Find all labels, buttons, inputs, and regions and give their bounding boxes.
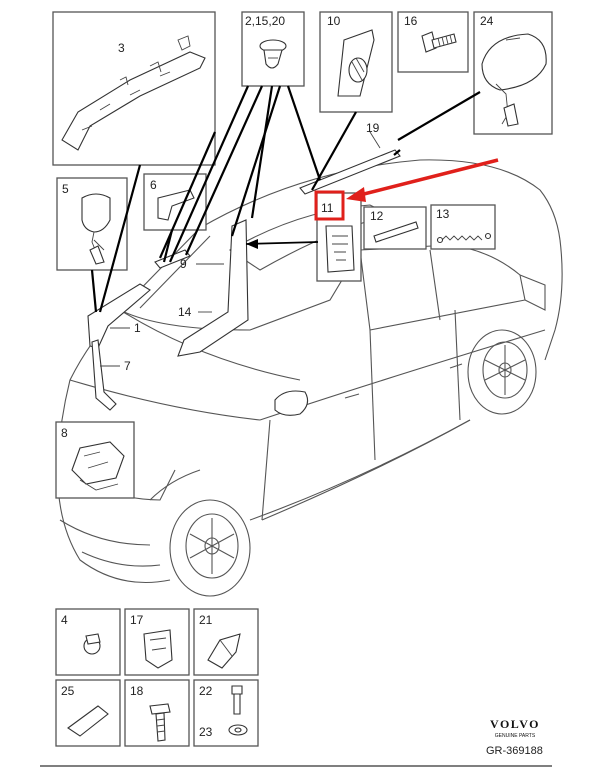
- label-2-15-20: 2,15,20: [245, 14, 285, 28]
- callout-labels: 1 7 9 14 19: [124, 121, 380, 373]
- label-9: 9: [180, 257, 187, 271]
- label-5: 5: [62, 182, 69, 196]
- label-25: 25: [61, 684, 75, 698]
- label-14: 14: [178, 305, 192, 319]
- detail-box-3: 3: [52, 11, 216, 166]
- part-7: [91, 339, 117, 411]
- label-12: 12: [370, 209, 384, 223]
- pointer-arrows: [245, 158, 499, 249]
- diagram-code: GR-369188: [486, 745, 543, 757]
- label-17: 17: [130, 613, 144, 627]
- leader-lines: [90, 85, 481, 367]
- label-16: 16: [404, 14, 418, 28]
- car-illustration: [57, 159, 563, 597]
- detail-box-2-15-20: 2,15,20: [241, 11, 305, 87]
- label-22: 22: [199, 684, 213, 698]
- label-19: 19: [366, 121, 380, 135]
- detail-box-8: 8: [55, 421, 135, 499]
- label-4: 4: [61, 613, 68, 627]
- detail-box-24: 24: [473, 11, 553, 135]
- detail-box-13: 13: [430, 204, 496, 250]
- label-18: 18: [130, 684, 144, 698]
- small-parts-grid: 4 17 21 25 18 22 23: [55, 608, 259, 747]
- label-10: 10: [327, 14, 341, 28]
- label-24: 24: [480, 14, 494, 28]
- volvo-genuine-parts-logo: VOLVO GENUINE PARTS: [490, 717, 540, 739]
- label-21: 21: [199, 613, 213, 627]
- label-13: 13: [436, 207, 450, 221]
- detail-box-16: 16: [397, 11, 469, 73]
- label-1: 1: [134, 321, 141, 335]
- volvo-logo-text: VOLVO: [490, 717, 540, 731]
- box-22-23: [193, 679, 259, 747]
- detail-box-10: 10: [319, 11, 393, 113]
- genuine-parts-tagline: GENUINE PARTS: [495, 733, 536, 739]
- detail-box-12: 12: [363, 206, 427, 250]
- label-6: 6: [150, 178, 157, 192]
- label-8: 8: [61, 426, 68, 440]
- label-11: 11: [321, 201, 334, 215]
- detail-box-5: 5: [56, 177, 128, 271]
- label-3: 3: [118, 41, 125, 55]
- label-23: 23: [199, 725, 213, 739]
- label-7: 7: [124, 359, 131, 373]
- red-arrow: [355, 158, 499, 198]
- detail-box-11: 11: [314, 190, 362, 282]
- highlight-box: [314, 190, 345, 221]
